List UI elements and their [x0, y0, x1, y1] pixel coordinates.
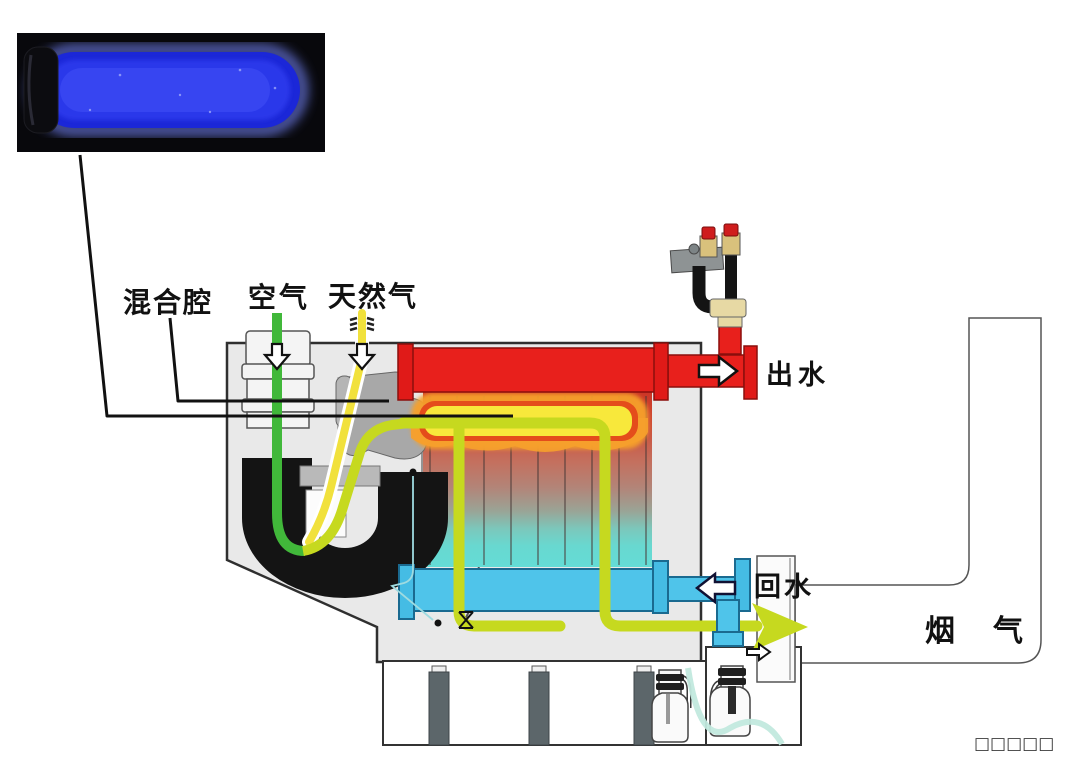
- condensate-flow-curve: [685, 667, 785, 746]
- air-label: 空气: [248, 281, 310, 313]
- water-return-label: 回水: [754, 572, 814, 602]
- sensor-valve-assembly: [669, 223, 747, 328]
- mixing-chamber-leader-line: [168, 317, 389, 403]
- burner-photo-leader-line: [78, 154, 513, 418]
- stand-legs: [428, 665, 655, 746]
- flue-duct-right-arrow-icon: [746, 642, 772, 662]
- flue-duct: [794, 317, 1042, 664]
- mixed-gas-pipe: [301, 418, 409, 556]
- gas-pipe-threads: [349, 316, 375, 332]
- condensate-drain-line: [390, 468, 442, 627]
- air-pipe: [272, 313, 306, 556]
- pump-drop-pipe: [712, 599, 744, 647]
- flue-exit-arrowhead-icon: [752, 603, 808, 651]
- air-flow-down-arrow-icon: [262, 342, 292, 371]
- watermark-text: □□□□□: [974, 734, 1054, 754]
- return-flow-left-arrow-icon: [694, 571, 737, 605]
- outlet-pipe-red: [397, 305, 758, 401]
- fan-housing: [242, 458, 448, 598]
- blue-flame-burner-photo: [17, 33, 325, 152]
- natural-gas-label: 天然气: [328, 280, 418, 312]
- mixing-chamber-label: 混合腔: [123, 286, 213, 318]
- condensate-bottle-left: [651, 669, 692, 743]
- flue-gas-label: 烟 气: [925, 615, 1027, 648]
- gas-pipe: [302, 306, 375, 549]
- flame-speckles: [88, 68, 277, 114]
- drain-valve-symbol: [458, 611, 474, 629]
- gas-flow-down-arrow-icon: [347, 342, 377, 371]
- water-outlet-label: 出水: [766, 360, 830, 390]
- outlet-flow-right-arrow-icon: [697, 354, 740, 388]
